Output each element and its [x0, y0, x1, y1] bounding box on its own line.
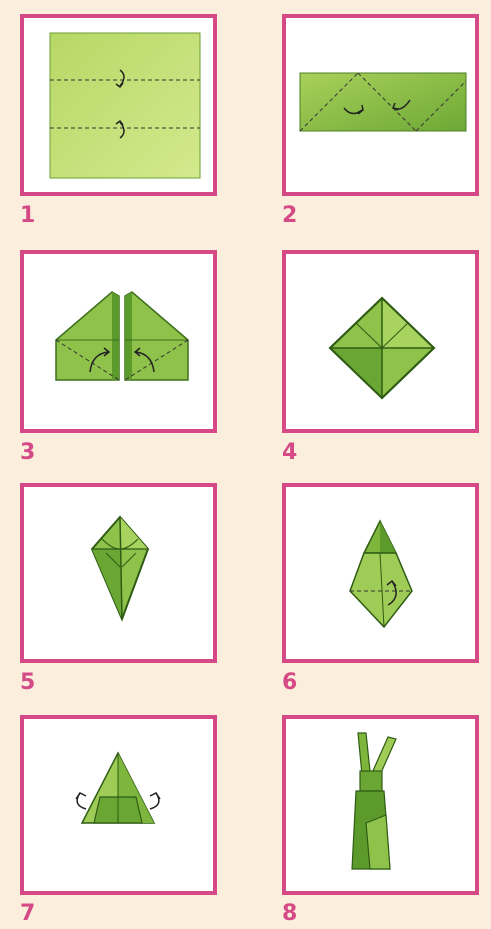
- step-1-frame: [20, 14, 217, 196]
- step-3-frame: [20, 250, 217, 433]
- step-5-frame: [20, 483, 217, 663]
- step-8-number: 8: [282, 903, 297, 925]
- step-6-number: 6: [282, 672, 297, 694]
- step-7-number: 7: [20, 903, 35, 925]
- step-2-illustration: [286, 18, 475, 192]
- step-2-frame: [282, 14, 479, 196]
- step-3-number: 3: [20, 442, 35, 464]
- step-5-illustration: [24, 487, 213, 659]
- step-5-number: 5: [20, 672, 35, 694]
- step-1-illustration: [24, 18, 213, 192]
- step-6-frame: [282, 483, 479, 663]
- step-8-illustration: [286, 719, 475, 891]
- step-2-number: 2: [282, 205, 297, 227]
- step-8-frame: [282, 715, 479, 895]
- step-7-frame: [20, 715, 217, 895]
- step-3-illustration: [24, 254, 213, 429]
- step-7-illustration: [24, 719, 213, 891]
- step-4-number: 4: [282, 442, 297, 464]
- step-6-illustration: [286, 487, 475, 659]
- step-1-number: 1: [20, 205, 35, 227]
- step-4-frame: [282, 250, 479, 433]
- step-4-illustration: [286, 254, 475, 429]
